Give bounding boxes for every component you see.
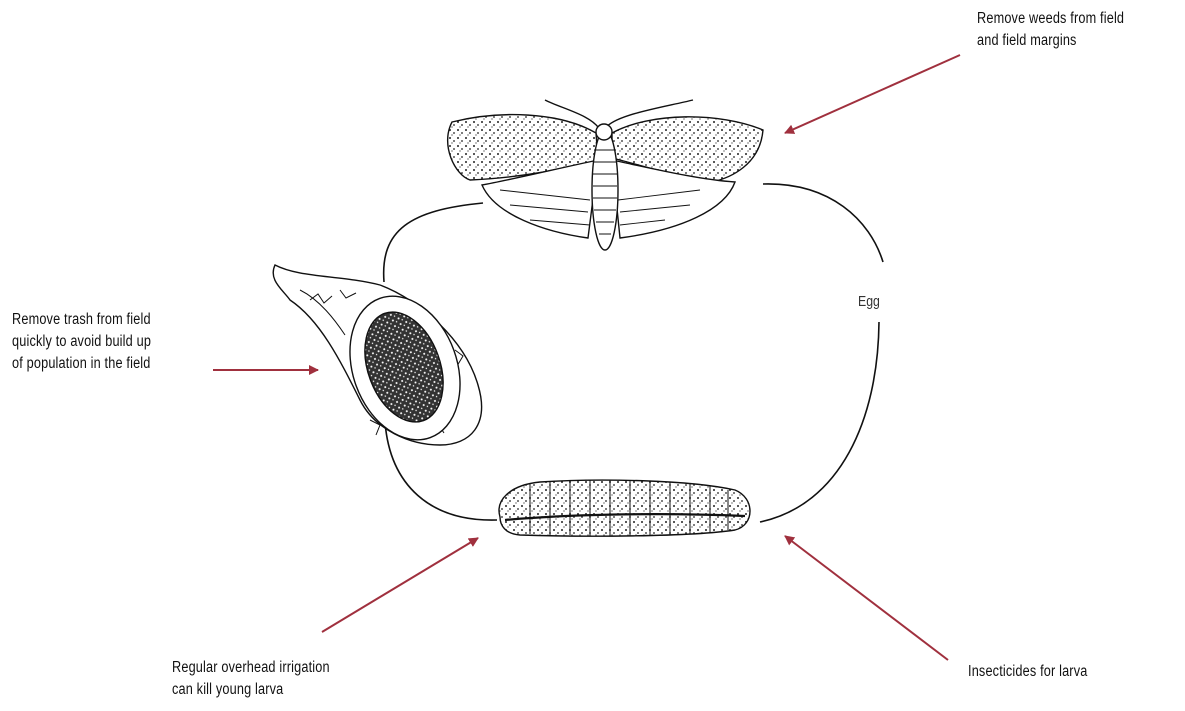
cycle-line-pupa-to-moth — [384, 203, 483, 282]
cycle-line-moth-to-egg — [763, 184, 883, 262]
arrow-weeds — [785, 55, 960, 133]
annotation-insecticides: Insecticides for larva — [968, 661, 1087, 683]
annotation-irrigation: Regular overhead irrigation can kill you… — [172, 657, 330, 701]
moth-icon — [448, 100, 763, 250]
arrow-insecticides — [785, 536, 948, 660]
arrow-irrigation — [322, 538, 478, 632]
larva-icon — [499, 480, 750, 536]
stage-label-egg: Egg — [858, 293, 880, 310]
cycle-line-egg-to-larva — [760, 322, 879, 522]
pupa-icon — [273, 265, 481, 455]
annotation-trash: Remove trash from field quickly to avoid… — [12, 309, 151, 375]
annotation-weeds: Remove weeds from field and field margin… — [977, 8, 1124, 52]
